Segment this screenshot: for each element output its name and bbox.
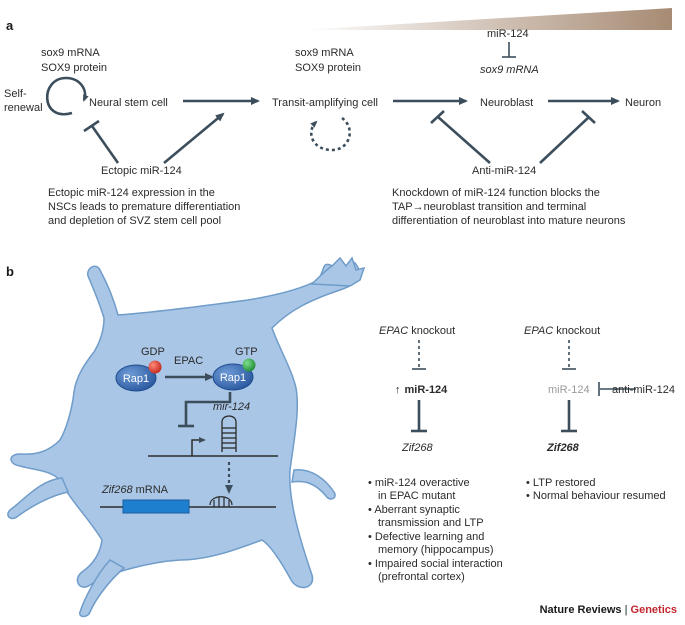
stem-sox9-mrna: sox9 mRNA bbox=[41, 47, 100, 59]
anti-inhibits-neuron-transition bbox=[539, 116, 590, 164]
left-note-line-2: NSCs leads to premature differentiation bbox=[48, 201, 240, 213]
gdp-label: GDP bbox=[141, 346, 165, 358]
journal-section: Genetics bbox=[630, 604, 677, 616]
mirna-bound-to-mrna bbox=[209, 496, 233, 507]
panel-b-label: b bbox=[6, 264, 14, 279]
neuron-label: Neuron bbox=[625, 97, 661, 109]
left-bullet-3b: memory (hippocampus) bbox=[378, 544, 494, 556]
ectopic-promotes-tap bbox=[163, 112, 225, 165]
right-note-line-3: differentiation of neuroblast into matur… bbox=[392, 215, 626, 227]
neuroblast-label: Neuroblast bbox=[480, 97, 533, 109]
mir124-gradient-wedge bbox=[300, 8, 672, 30]
gtp-label: GTP bbox=[235, 346, 258, 358]
epac-label: EPAC bbox=[174, 355, 203, 367]
rap1-gtp-molecule bbox=[212, 363, 254, 391]
right-mir124-grey: miR-124 bbox=[548, 384, 590, 396]
tap-proliferation-loop-arrow bbox=[310, 116, 352, 152]
anti-inhibits-tap-transition bbox=[437, 116, 491, 164]
transit-amplifying-cell-label: Transit-amplifying cell bbox=[272, 97, 378, 109]
left-bullet-4b: (prefrontal cortex) bbox=[378, 571, 465, 583]
zif268-mrna-label: Zif268 mRNA bbox=[101, 484, 169, 496]
anti-inhibits-neuron-transition-bar bbox=[581, 110, 596, 124]
left-note-line-1: Ectopic miR-124 expression in the bbox=[48, 187, 215, 199]
left-bullet-4a: • Impaired social interaction bbox=[368, 558, 503, 570]
gtp-ball-icon bbox=[242, 358, 256, 372]
zif268-coding-region bbox=[122, 499, 190, 514]
left-bullet-3a: • Defective learning and bbox=[368, 531, 484, 543]
right-bullet-2: • Normal behaviour resumed bbox=[526, 490, 666, 502]
anti-inhibits-tap-transition-bar bbox=[430, 110, 445, 124]
dendrite-bottom-branch bbox=[79, 559, 126, 618]
rap1-left-label: Rap1 bbox=[123, 373, 149, 385]
tap-sox9-protein: SOX9 protein bbox=[295, 62, 361, 74]
journal-separator: | bbox=[621, 604, 631, 616]
mir124-hairpin bbox=[221, 415, 237, 452]
right-note-line-1: Knockdown of miR-124 function blocks the bbox=[392, 187, 600, 199]
dendrite-left-branch bbox=[7, 477, 70, 520]
self-renewal-label-1: Self- bbox=[4, 88, 27, 100]
dendrite-right-branch bbox=[291, 469, 336, 500]
tap-sox9-mrna: sox9 mRNA bbox=[295, 47, 354, 59]
gdp-ball-icon bbox=[148, 360, 162, 374]
rap1-inhibits-mir124-transcription bbox=[184, 392, 232, 426]
sox9-mrna-right: sox9 mRNA bbox=[480, 64, 539, 76]
right-anti-mir124: anti-miR-124 bbox=[612, 384, 675, 396]
stem-sox9-protein: SOX9 protein bbox=[41, 62, 107, 74]
left-note-line-3: and depletion of SVZ stem cell pool bbox=[48, 215, 221, 227]
left-mir124-up: ↑miR-124 bbox=[395, 384, 448, 396]
left-zif268: Zif268 bbox=[401, 442, 433, 454]
ectopic-inhibits-nsc bbox=[90, 125, 120, 164]
left-bullet-1a: • miR-124 overactive bbox=[368, 477, 470, 489]
right-bullet-1: • LTP restored bbox=[526, 477, 596, 489]
left-epac-knockout: EPAC knockout bbox=[379, 325, 455, 337]
rap1-gdp-molecule bbox=[115, 364, 157, 392]
ectopic-mir124-label: Ectopic miR-124 bbox=[101, 165, 182, 177]
self-renewal-loop-arrow bbox=[45, 76, 89, 116]
self-renewal-label-2: renewal bbox=[4, 102, 43, 114]
journal-name: Nature Reviews bbox=[539, 604, 622, 616]
left-bullet-1b: in EPAC mutant bbox=[378, 490, 455, 502]
mir124-gene-label: mir-124 bbox=[213, 401, 250, 413]
axon-terminal bbox=[310, 256, 366, 287]
journal-credit: Nature Reviews | Genetics bbox=[540, 604, 677, 616]
left-bullet-2a: • Aberrant synaptic bbox=[368, 504, 460, 516]
panel-a-label: a bbox=[6, 18, 14, 33]
mir124-top-label: miR-124 bbox=[487, 28, 529, 40]
right-epac-knockout: EPAC knockout bbox=[524, 325, 600, 337]
anti-mir124-label: Anti-miR-124 bbox=[472, 165, 536, 177]
rap1-right-label: Rap1 bbox=[220, 372, 246, 384]
ectopic-inhibits-nsc-bar bbox=[83, 119, 100, 133]
right-note-line-2: TAP→neuroblast transition and terminal bbox=[392, 201, 586, 213]
left-bullet-2b: transmission and LTP bbox=[378, 517, 484, 529]
neural-stem-cell-label: Neural stem cell bbox=[89, 97, 168, 109]
transcription-start-arrow bbox=[191, 437, 206, 456]
right-zif268: Zif268 bbox=[546, 442, 580, 454]
